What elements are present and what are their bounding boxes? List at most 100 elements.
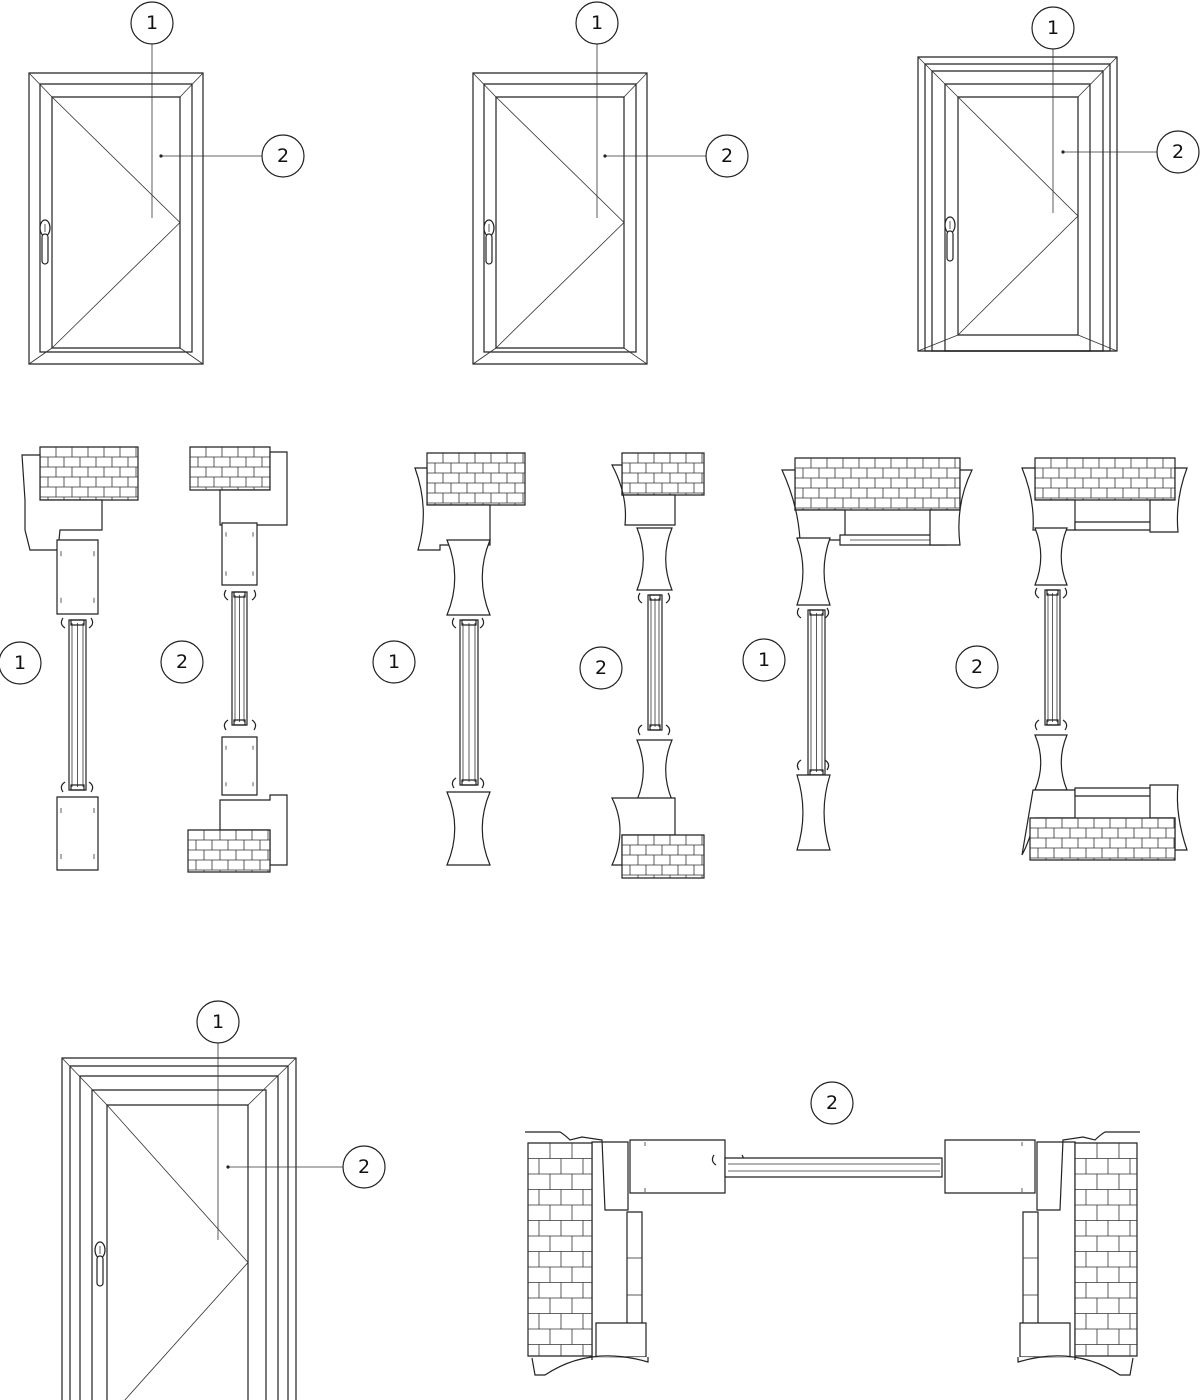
glazing	[648, 595, 662, 730]
left-sill-block	[596, 1323, 646, 1357]
brick-outline	[1030, 818, 1175, 860]
sash-profile	[447, 540, 490, 615]
hook-outline	[61, 618, 92, 628]
callout-number: 2	[721, 145, 733, 167]
callout-number: 1	[388, 651, 400, 673]
callout-number: 1	[758, 649, 770, 671]
callout-number: 2	[1172, 141, 1184, 163]
callout: 1	[373, 641, 415, 683]
sash-profile-outline	[637, 740, 672, 800]
callout-circle	[0, 642, 41, 684]
glazing-hook	[1035, 588, 1066, 598]
glazing-bead	[650, 595, 660, 600]
callout-number: 2	[176, 651, 188, 673]
frame-profile	[1022, 468, 1075, 530]
right-sill-curve	[1018, 1356, 1133, 1375]
glazing-bead	[1047, 720, 1058, 725]
leader-dot	[603, 154, 607, 158]
frame-profile	[782, 470, 845, 540]
miter	[473, 73, 496, 97]
callout-circle	[580, 647, 622, 689]
glazing	[232, 592, 247, 725]
sash-profile	[1035, 528, 1067, 585]
sash-profile	[797, 538, 830, 605]
miter	[1078, 335, 1117, 351]
frame-line	[484, 84, 636, 352]
sash-profile	[222, 523, 257, 585]
callout-circle	[743, 639, 785, 681]
door-elevation	[473, 73, 647, 364]
callout: 2	[226, 1146, 385, 1188]
brick-outline	[528, 1143, 592, 1356]
brick-wall	[795, 458, 960, 510]
door-sash	[107, 1105, 248, 1400]
opening-direction	[52, 97, 180, 348]
handle-lever	[42, 234, 48, 264]
brick-outline	[1075, 1143, 1137, 1356]
glazing-hook	[452, 778, 483, 788]
opening-direction	[958, 97, 1078, 335]
callout: 2	[159, 135, 304, 177]
miter	[180, 73, 203, 97]
brick-wall	[1035, 458, 1175, 500]
door-handle-icon	[484, 220, 494, 264]
miter	[29, 73, 52, 97]
sash-profile-outline	[1035, 735, 1067, 790]
frame-profile	[415, 468, 490, 550]
frame-profile	[1150, 468, 1187, 532]
callout-number: 1	[14, 652, 26, 674]
door-handle-icon	[95, 1242, 105, 1286]
leader-dot	[1061, 150, 1065, 154]
sash-profile-outline	[222, 523, 257, 585]
glazing-hook	[638, 725, 669, 735]
callout-number: 2	[826, 1092, 838, 1114]
hook-outline	[1035, 588, 1066, 598]
callout-number: 1	[212, 1011, 224, 1033]
right-sash-profile	[945, 1140, 1035, 1193]
callout-circle	[262, 135, 304, 177]
callout-circle	[956, 646, 998, 688]
plan-section	[525, 1132, 1140, 1375]
callout-circle	[373, 641, 415, 683]
brick-wall	[1030, 818, 1175, 860]
callout: 1	[743, 639, 785, 681]
sash-profile-outline	[1035, 528, 1067, 585]
door-handle-icon	[945, 217, 955, 261]
glazing	[808, 610, 825, 775]
callout-circle	[343, 1146, 385, 1188]
door-elevation	[918, 57, 1117, 351]
glazing-bead	[234, 592, 245, 597]
door-handle-icon	[40, 220, 50, 264]
hook-outline	[224, 720, 255, 730]
frame-line	[945, 84, 1090, 351]
glazing-hook	[797, 608, 828, 618]
brick-outline	[40, 447, 138, 500]
brick-wall	[528, 1143, 592, 1356]
callout-number: 1	[591, 12, 603, 34]
callout: 2	[580, 647, 622, 689]
glazing-hook	[224, 720, 255, 730]
callout-circle	[706, 135, 748, 177]
frame-profile	[22, 455, 102, 550]
glazing-hook	[452, 618, 483, 628]
hook-outline	[797, 608, 828, 618]
glazing-hook	[224, 590, 255, 600]
callout: 1	[576, 2, 618, 44]
glazing-hook	[61, 782, 92, 792]
callout-number: 2	[595, 657, 607, 679]
glazing-bead	[810, 610, 823, 615]
callout-number: 2	[971, 656, 983, 678]
door-sash	[958, 97, 1078, 335]
door-frame	[473, 73, 647, 364]
plan-glazing	[725, 1158, 942, 1177]
callout-number: 2	[277, 145, 289, 167]
miter	[918, 57, 958, 97]
frame-profile	[612, 465, 675, 525]
left-frame-outline	[525, 1132, 628, 1360]
brick-wall	[622, 453, 704, 495]
brick-outline	[427, 453, 525, 505]
glazing-hook	[1035, 720, 1066, 730]
hook-outline	[61, 782, 92, 792]
frame-line	[80, 1076, 278, 1400]
